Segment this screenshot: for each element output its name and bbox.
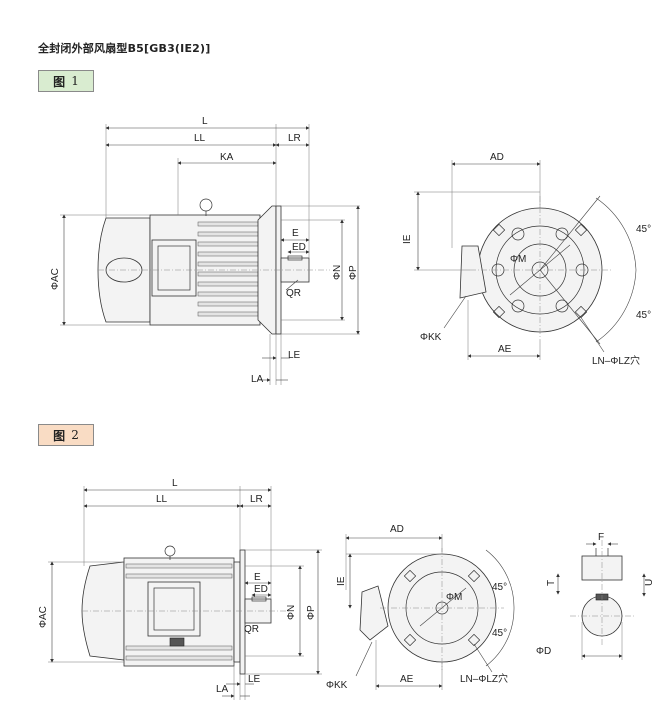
- fig2-side-view: [48, 486, 322, 700]
- dim-N-2: ΦN: [286, 605, 297, 620]
- dim-ED-1: ED: [292, 242, 306, 253]
- dim-KK-2: ΦKK: [326, 680, 348, 691]
- dim-N-1: ΦN: [332, 265, 343, 280]
- dim-T: T: [546, 580, 557, 586]
- fig1-side-view: [60, 124, 360, 385]
- dim-ED-2: ED: [254, 584, 268, 595]
- fig2-shaft-key-detail: [556, 540, 646, 660]
- page-title: 全封闭外部风扇型B5[GB3(IE2)]: [38, 42, 211, 55]
- dim-M-2: ΦM: [446, 592, 462, 603]
- dim-AE-1: AE: [498, 344, 512, 355]
- dim-F: F: [598, 532, 604, 543]
- dim-45b-1: 45°: [636, 310, 651, 321]
- dim-P-1: ΦP: [348, 265, 359, 280]
- dim-AD-1: AD: [490, 152, 504, 163]
- dim-P-2: ΦP: [306, 605, 317, 620]
- dim-KA-1: KA: [220, 152, 234, 163]
- figure-2-label: 图: [53, 428, 66, 443]
- dim-45a-2: 45°: [492, 582, 507, 593]
- fig1-terminal-box: [151, 239, 197, 297]
- fig1-eye-bolt: [199, 198, 213, 212]
- dim-LZ-1: LN–ΦLZ穴: [592, 354, 640, 367]
- figure-1-tab: 图 1: [38, 70, 94, 92]
- fig1-cooling-fins: [197, 221, 259, 317]
- dim-LZ-2: LN–ΦLZ穴: [460, 672, 508, 685]
- dim-QR-2: QR: [244, 624, 259, 635]
- dim-LE-2: LE: [248, 674, 261, 685]
- dim-AC-2: ΦAC: [38, 606, 49, 628]
- dim-45a-1: 45°: [636, 224, 651, 235]
- dim-LE-1: LE: [288, 350, 301, 361]
- figure-1-label: 图: [53, 74, 66, 89]
- dim-QR-1: QR: [286, 288, 301, 299]
- dim-LR-1: LR: [288, 133, 301, 144]
- dim-AD-2: AD: [390, 524, 404, 535]
- dim-LA-2: LA: [216, 684, 229, 695]
- dim-E-2: E: [254, 572, 261, 583]
- dim-LL-1: LL: [194, 133, 206, 144]
- dim-L-1: L: [202, 116, 208, 127]
- fig2-eye-bolt: [164, 545, 176, 557]
- fig1-end-view: [414, 160, 637, 360]
- figure-1-number: 1: [71, 74, 79, 88]
- dim-LL-2: LL: [156, 494, 168, 505]
- dim-E-1: E: [292, 228, 299, 239]
- dim-LA-1: LA: [251, 374, 264, 385]
- dim-AC-1: ΦAC: [50, 268, 61, 290]
- dim-M-1: ΦM: [510, 254, 526, 265]
- dim-U: U: [644, 579, 655, 586]
- figure-2-tab: 图 2: [38, 424, 94, 446]
- dim-IE-1: IE: [402, 234, 413, 244]
- dim-D: ΦD: [536, 646, 551, 657]
- figure-2-number: 2: [71, 428, 79, 442]
- fig2-terminal-box: [147, 581, 201, 637]
- dim-IE-2: IE: [336, 576, 347, 586]
- fig2-flange: [239, 549, 246, 675]
- dim-LR-2: LR: [250, 494, 263, 505]
- dim-45b-2: 45°: [492, 628, 507, 639]
- dim-AE-2: AE: [400, 674, 414, 685]
- dim-KK-1: ΦKK: [420, 332, 442, 343]
- fig2-end-view: [345, 534, 515, 690]
- dim-L-2: L: [172, 478, 178, 489]
